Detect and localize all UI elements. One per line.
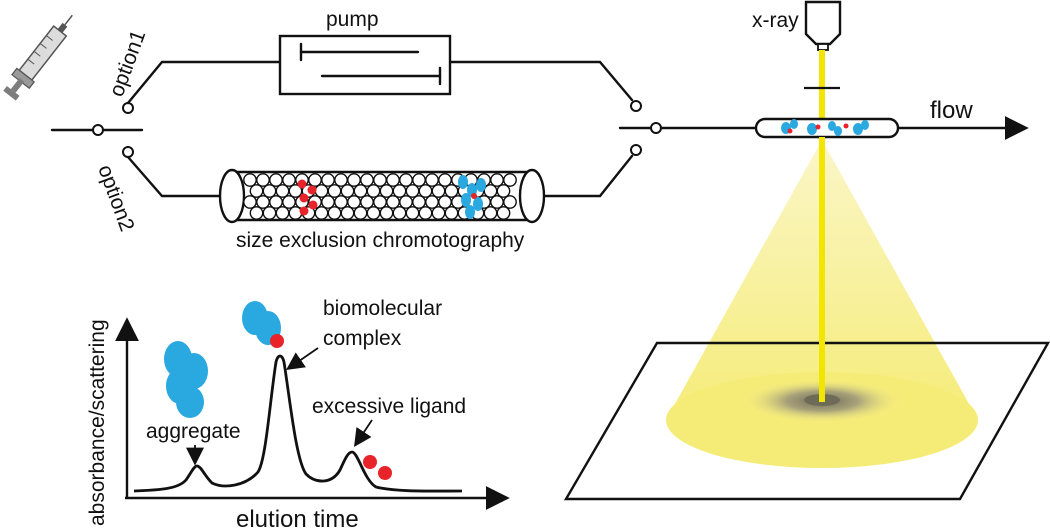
sec-bead [347,195,361,209]
option2-label: option2 [93,162,138,235]
pump-label: pump [326,8,379,31]
sec-bead [269,173,283,187]
sec-bead [412,173,426,187]
sec-bead [412,195,426,209]
sec-bead [444,206,459,220]
sec-bead [503,173,517,187]
flow-label: flow [930,97,973,124]
sec-bead [282,173,296,187]
sec-bead [340,184,355,198]
sec-bead [243,173,257,187]
sec-bead [405,184,420,198]
sec-bead [483,206,498,220]
sec-bead [262,206,277,220]
sec-bead [490,173,504,187]
chromatogram: absorbance/scattering elution time aggre… [86,297,510,531]
sec-bead [282,195,296,209]
xray-source: x-ray [752,0,842,51]
sec-bead [353,206,368,220]
detector-plane [563,341,1050,501]
sec-bead [249,206,264,220]
sec-bead [321,195,335,209]
x-axis-label: elution time [236,506,359,531]
valve-option2-node [122,146,134,158]
sec-bead [256,195,270,209]
sec-bead [275,184,290,198]
sec-bead [379,184,394,198]
outlet-valve-node [650,122,662,134]
inlet-valve-node [92,124,104,136]
sec-bead [418,184,433,198]
valve-option1-node [122,102,134,114]
sec-bead [503,195,517,209]
sec-bead [431,206,446,220]
sec-bead [327,206,342,220]
complex-label-line1: biomolecular [323,297,442,320]
sec-bead [392,206,407,220]
sec-bead [490,195,504,209]
xray-beam [819,50,825,402]
sec-bead [373,195,387,209]
sec-bead [438,173,452,187]
sec-bead [360,195,374,209]
sec-label: size exclusion chromotography [236,229,525,252]
sec-bead [314,184,329,198]
sec-bead [418,206,433,220]
sec-bead [353,184,368,198]
sec-bead [444,184,459,198]
sec-bead [483,184,498,198]
sec-bead [386,195,400,209]
option1-label: option1 [105,27,150,100]
aggregate-label: aggregate [146,420,241,443]
ligand-icon [363,455,392,480]
pump: pump [278,8,452,96]
sec-bead [340,206,355,220]
sec-bead [438,195,452,209]
sec-bead [386,173,400,187]
sec-bead [366,206,381,220]
sec-bead [334,195,348,209]
sec-bead [334,173,348,187]
sec-bead [425,195,439,209]
aggregate-icon [164,341,208,418]
sec-bead [392,184,407,198]
sec-bead [425,173,439,187]
sec-bead [431,184,446,198]
sec-bead [373,173,387,187]
sec-bead [366,184,381,198]
sec-bead [399,173,413,187]
sec-bead [379,206,394,220]
sec-bead [275,206,290,220]
sec-bead [262,184,277,198]
sec-bead [496,206,511,220]
sec-bead [288,206,303,220]
sec-bead [360,173,374,187]
sec-bead [496,184,511,198]
sec-bead [243,195,257,209]
sec-column: size exclusion chromotography [218,168,546,252]
sec-protein-band [458,175,486,219]
sec-bead [249,184,264,198]
sec-bead [399,195,413,209]
xray-label: x-ray [752,9,799,32]
complex-label-line2: complex [323,327,402,350]
flow-circuit [50,60,1029,198]
y-axis-label: absorbance/scattering [86,319,109,526]
chromatogram-trace [133,354,463,493]
sec-bead [327,184,342,198]
ligand-label: excessive ligand [312,395,466,418]
complex-icon [242,301,284,348]
sec-bead [308,173,322,187]
sec-bead [347,173,361,187]
sec-bead [314,206,329,220]
sec-bead [321,173,335,187]
sample-capillary [754,117,900,139]
sec-ligand-band [297,179,318,216]
sec-bead [269,195,283,209]
syringe-icon [3,14,73,101]
sec-bead [256,173,270,187]
sec-bead [405,206,420,220]
